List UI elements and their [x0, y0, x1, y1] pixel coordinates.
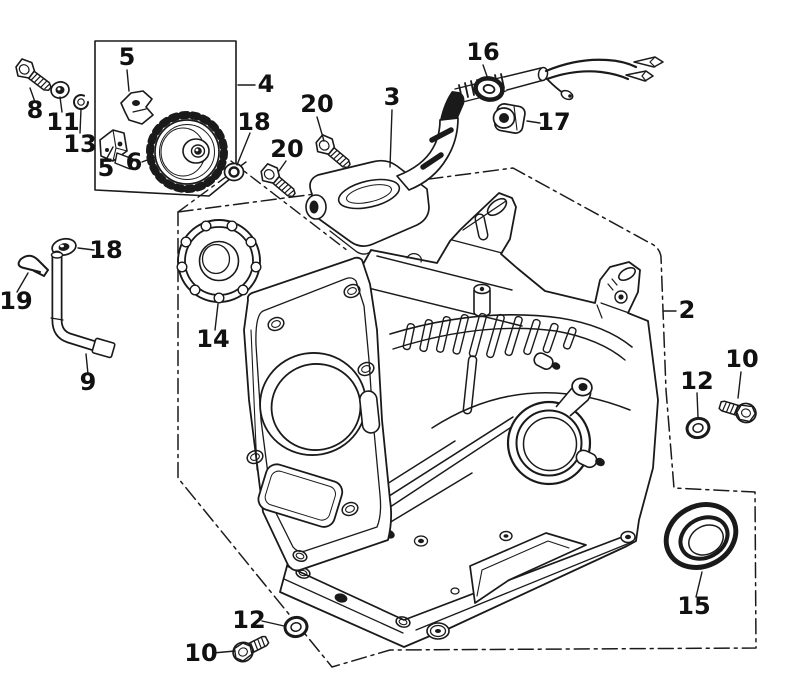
part-callout-9: 9: [80, 368, 97, 396]
wire-harness: [544, 56, 664, 101]
bolt-20-upper: [311, 131, 356, 174]
part-callout-15: 15: [677, 592, 710, 620]
part-callout-17: 17: [537, 108, 570, 136]
part-callout-6: 6: [126, 148, 143, 176]
part-callout-4: 4: [258, 70, 275, 98]
part-callout-2: 2: [679, 296, 696, 324]
bolt-20-lower: [256, 160, 301, 203]
drain-bolt-10-right: [716, 395, 760, 426]
breather-tube-assembly: [305, 56, 664, 255]
part-callout-20-upper: 20: [300, 90, 333, 118]
cooling-fins: [402, 312, 577, 415]
lock-washer-13: [73, 94, 89, 110]
governor-weight-5a: [120, 90, 154, 125]
part-callout-5-upper: 5: [119, 43, 136, 71]
gasket-bolt-holes: [246, 283, 375, 563]
part-callout-18-gear: 18: [237, 108, 270, 136]
governor-gear-group: [11, 55, 245, 193]
drain-bolt-10-bottom: [228, 630, 273, 666]
part-callout-14: 14: [196, 325, 229, 353]
part-callout-5-lower: 5: [98, 154, 115, 182]
oil-pipe-9: [50, 250, 116, 359]
part-callout-18-left: 18: [89, 236, 122, 264]
washer-11: [50, 81, 70, 99]
part-callout-20-lower: 20: [270, 135, 303, 163]
part-callout-16: 16: [466, 38, 499, 66]
grommet-16: [473, 76, 505, 102]
part-callout-8: 8: [27, 96, 44, 124]
governor-assembly-box: [94, 40, 237, 197]
governor-gear-6: [146, 111, 228, 193]
part-callout-10-bottom: 10: [184, 639, 217, 667]
washer-12-bottom: [282, 614, 310, 640]
part-callout-12-right: 12: [680, 367, 713, 395]
part-callout-19: 19: [0, 287, 33, 315]
part-callout-12-bottom: 12: [232, 606, 265, 634]
ball-bearing-14: [176, 219, 262, 304]
washer-18-gear: [223, 162, 245, 182]
leader-lines: [16, 64, 742, 654]
oil-seal-15: [663, 502, 739, 570]
nut-17: [492, 103, 526, 134]
washer-18-left: [51, 237, 77, 257]
gasket-face-plate: [243, 256, 393, 572]
part-callout-10-right: 10: [725, 345, 758, 373]
part-callout-11: 11: [46, 108, 79, 136]
washer-12-right: [683, 414, 713, 442]
part-callout-3: 3: [384, 83, 401, 111]
clip-19: [17, 254, 49, 277]
governor-holder-5b: [99, 129, 134, 170]
part-callout-13: 13: [63, 130, 96, 158]
bolt-8: [11, 55, 57, 97]
